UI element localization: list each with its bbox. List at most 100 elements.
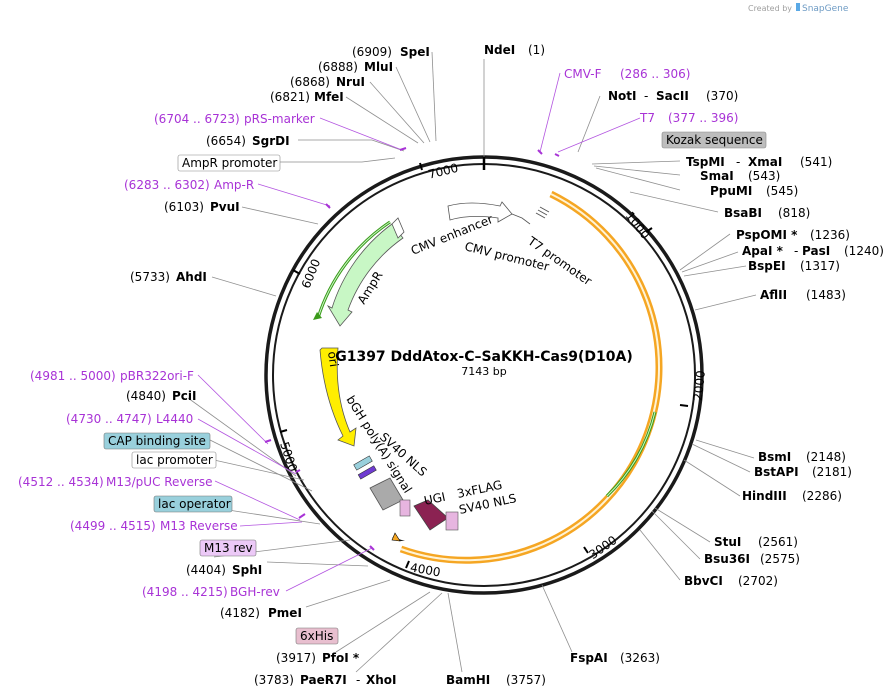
site-bamhi-pos: (3757) bbox=[506, 673, 546, 687]
tick-2000-mark bbox=[679, 404, 689, 407]
lac-operator-block bbox=[357, 465, 377, 480]
primer-bghrev-name: BGH-rev bbox=[230, 585, 280, 599]
kozak-box bbox=[661, 131, 767, 149]
site-noti-pos: (370) bbox=[706, 89, 738, 103]
tick-label-2000: 2000 bbox=[691, 370, 708, 402]
lac-operator-label: lac operator bbox=[158, 497, 231, 511]
cap-box bbox=[103, 432, 211, 450]
lac-promoter-label: lac promoter bbox=[136, 453, 213, 467]
tick-5000-mark bbox=[279, 429, 288, 433]
primer-cmvf-range: (286 .. 306) bbox=[620, 67, 690, 81]
site-stui-pos: (2561) bbox=[758, 535, 798, 549]
site-noti-name: NotI bbox=[608, 89, 637, 103]
site-pfoi-name: PfoI * bbox=[322, 651, 360, 665]
site-stui-name: StuI bbox=[714, 535, 741, 549]
site-apai-sep: PasI bbox=[802, 244, 830, 258]
site-ndei-name: NdeI bbox=[484, 43, 515, 57]
primer-pbr322-name: pBR322ori-F bbox=[120, 369, 194, 383]
site-sgrdi-pos: (6654) bbox=[206, 134, 246, 148]
site-bstapi-pos: (2181) bbox=[812, 465, 852, 479]
site-bsmi-pos: (2148) bbox=[806, 450, 846, 464]
site-sgrdi-name: SgrDI bbox=[252, 134, 290, 148]
orf-arc bbox=[399, 190, 663, 564]
site-mfei-pos: (6821) bbox=[270, 90, 310, 104]
ampr-promoter-label: AmpR promoter bbox=[182, 156, 277, 170]
site-paer7i-sep: XhoI bbox=[366, 673, 397, 687]
m13rev-label: M13 rev bbox=[204, 541, 253, 555]
site-ppumi-pos: (545) bbox=[766, 184, 798, 198]
site-bstapi-name: BstAPI bbox=[754, 465, 799, 479]
cap-site-block bbox=[353, 455, 373, 471]
tick-6000-mark bbox=[292, 269, 301, 275]
tick-label-6000: 6000 bbox=[299, 257, 323, 291]
site-apai-pos: (1240) bbox=[844, 244, 884, 258]
site-nrui-name: NruI bbox=[336, 75, 365, 89]
site-paer7i-dash: - bbox=[356, 673, 360, 687]
site-tspmi-pos: (541) bbox=[800, 155, 832, 169]
tick-label-1000: 1000 bbox=[623, 209, 653, 242]
site-apai-dash: - bbox=[794, 244, 798, 258]
site-leader-lines bbox=[187, 51, 757, 673]
primer-ampr-name: Amp-R bbox=[214, 178, 254, 192]
site-noti-dash: - bbox=[644, 89, 648, 103]
site-nrui-pos: (6868) bbox=[290, 75, 330, 89]
primer-labels: CMV-F (286 .. 306) T7 (377 .. 396) (6704… bbox=[18, 67, 738, 599]
primer-l4440-range: (4730 .. 4747) bbox=[66, 412, 152, 426]
kozak-label: Kozak sequence bbox=[666, 133, 763, 147]
site-bamhi-name: BamHI bbox=[446, 673, 490, 687]
site-bsabi-name: BsaBI bbox=[724, 206, 762, 220]
site-ppumi-name: PpuMI bbox=[710, 184, 752, 198]
plasmid-length: 7143 bp bbox=[461, 365, 506, 378]
site-sphi-name: SphI bbox=[232, 563, 262, 577]
primer-cmvf-name: CMV-F bbox=[564, 67, 602, 81]
site-pmei-name: PmeI bbox=[268, 606, 302, 620]
site-bspei-name: BspEI bbox=[748, 259, 786, 273]
cmv-promoter-arrow bbox=[511, 213, 531, 225]
site-smai-pos: (543) bbox=[748, 169, 780, 183]
site-bbvci-pos: (2702) bbox=[738, 574, 778, 588]
site-sphi-pos: (4404) bbox=[186, 563, 226, 577]
primer-marks bbox=[264, 147, 560, 551]
orf-arrow-tip-icon bbox=[391, 532, 401, 542]
tick-4000-mark bbox=[405, 560, 410, 569]
site-tspmi-sep: XmaI bbox=[748, 155, 782, 169]
sv40-nls-block-1 bbox=[399, 499, 411, 517]
site-spei-name: SpeI bbox=[400, 45, 430, 59]
site-pvui-pos: (6103) bbox=[164, 200, 204, 214]
site-pspomi-pos: (1236) bbox=[810, 228, 850, 242]
m13rev-box bbox=[199, 539, 257, 557]
his-label: 6xHis bbox=[300, 629, 333, 643]
green-arrow-icon bbox=[313, 312, 322, 320]
site-hindiii-name: HindIII bbox=[742, 489, 787, 503]
primer-t7-name: T7 bbox=[639, 111, 655, 125]
ori-label: ori bbox=[325, 350, 341, 367]
site-hindiii-pos: (2286) bbox=[802, 489, 842, 503]
site-bsu36i-pos: (2575) bbox=[760, 552, 800, 566]
cap-label: CAP binding site bbox=[108, 434, 206, 448]
site-tspmi-dash: - bbox=[736, 155, 740, 169]
lac-operator-box bbox=[153, 495, 233, 513]
his-box bbox=[295, 627, 339, 645]
tick-3000-mark bbox=[583, 546, 589, 554]
watermark-prefix: Created by bbox=[748, 4, 792, 13]
primer-m13puc-range: (4512 .. 4534) bbox=[18, 475, 104, 489]
t7-promoter-marks bbox=[535, 206, 550, 219]
primer-t7-range: (377 .. 396) bbox=[668, 111, 738, 125]
site-bsmi-name: BsmI bbox=[758, 450, 791, 464]
ampr-promoter-arrow bbox=[391, 217, 405, 239]
site-aflii-pos: (1483) bbox=[806, 288, 846, 302]
site-pspomi-name: PspOMI * bbox=[736, 228, 798, 242]
tick-label-4000: 4000 bbox=[409, 560, 442, 579]
primer-m13rev-range: (4499 .. 4515) bbox=[70, 519, 156, 533]
plasmid-name: G1397 DddAtox-C–SaKKH-Cas9(D10A) bbox=[335, 349, 633, 365]
site-fspai-name: FspAI bbox=[570, 651, 608, 665]
site-pvui-name: PvuI bbox=[210, 200, 240, 214]
primer-prs-range: (6704 .. 6723) bbox=[154, 112, 240, 126]
site-smai-name: SmaI bbox=[700, 169, 734, 183]
site-aflii-name: AflII bbox=[760, 288, 787, 302]
primer-l4440-name: L4440 bbox=[156, 412, 193, 426]
ugi-label: UGI bbox=[423, 490, 447, 508]
primer-leader-lines bbox=[197, 72, 641, 592]
site-tspmi-name: TspMI bbox=[686, 155, 725, 169]
